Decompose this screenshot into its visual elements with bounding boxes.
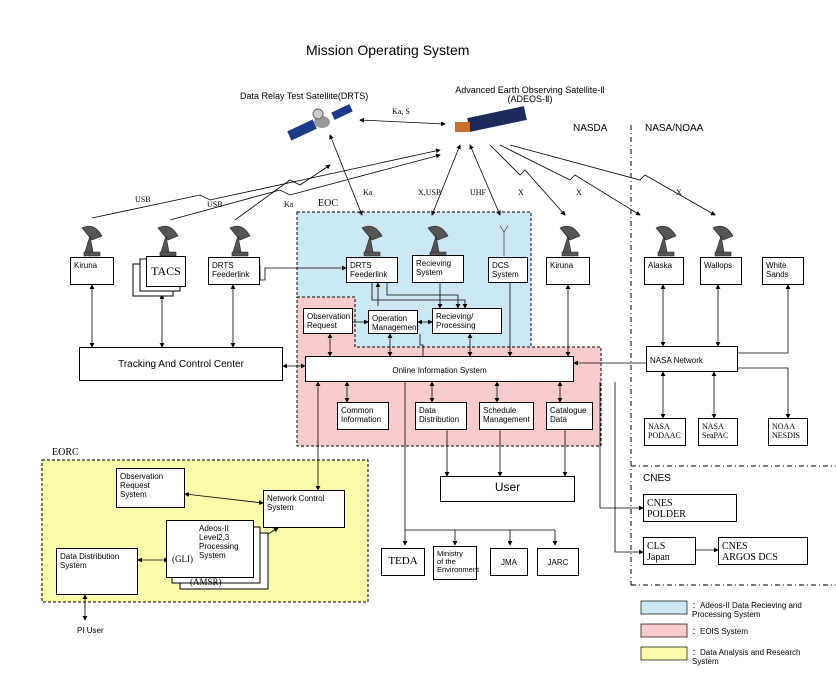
drts-label: Data Relay Test Satellite(DRTS) — [240, 91, 369, 101]
link-x-usb: X,USB — [418, 188, 442, 197]
amsr-label: (AMSR) — [190, 577, 222, 587]
pi-user-label: PI User — [77, 626, 104, 635]
cls-japan-box: CLS Japan — [643, 537, 696, 565]
cnes-argos-dcs-box: CNES ARGOS DCS — [718, 537, 808, 565]
drts-satellite-icon — [287, 104, 353, 141]
legend-label-yellow: ：Data Analysis and Research System — [692, 648, 801, 666]
link-ka-1: Ka — [284, 200, 294, 209]
common-information-box: Common Information — [337, 402, 389, 430]
noaa-nesdis-box: NOAA NESDIS — [768, 418, 808, 446]
nasa-seapac-box: NASA SeaPAC — [698, 418, 738, 446]
link-ka-s: Ka, S — [392, 107, 410, 116]
adeos-satellite-icon — [455, 106, 527, 132]
legend-swatch-blue — [640, 600, 688, 615]
data-distribution-box: Data Distribution — [415, 402, 467, 430]
online-information-system-box: Online Information System — [305, 356, 574, 382]
link-x-2: X — [576, 188, 582, 197]
link-x-1: X — [518, 188, 524, 197]
adeos-label: Advanced Earth Observing Satellite-Ⅱ (AD… — [455, 85, 605, 104]
jarc-box: JARC — [537, 548, 579, 576]
data-distribution-system-box: Data Distribution System — [56, 548, 138, 595]
white-sands-box: White Sands — [762, 257, 804, 285]
eorc-observation-request-box: Observation Request System — [116, 468, 185, 508]
antenna-icons — [81, 225, 734, 257]
catalogue-data-box: Catalogue Data — [546, 402, 593, 430]
teda-box: TEDA — [381, 548, 425, 576]
gli-label: (GLI) — [172, 554, 193, 564]
region-cnes: CNES — [643, 473, 671, 484]
dcs-system-box: DCS System — [488, 257, 528, 283]
region-nasa-noaa: NASA/NOAA — [645, 123, 704, 134]
observation-request-box: Observation Request — [303, 308, 353, 334]
drts-feederlink-eoc-box: DRTS Feederlink — [346, 257, 398, 283]
diagram-title: Mission Operating System — [306, 42, 470, 58]
link-ka-2: Ka — [363, 188, 373, 197]
region-eoc: EOC — [318, 198, 338, 209]
adeos-processing-box: Adeos-II Level2,3 Processing System — [166, 520, 254, 578]
jma-box: JMA — [490, 548, 528, 576]
nasa-podaac-box: NASA PODAAC — [644, 418, 686, 446]
drts-feederlink-left-box: DRTS Feederlink — [208, 257, 260, 285]
legend-label-blue: ：Adeos-II Data Recieving and Processing … — [692, 601, 802, 619]
region-eorc: EORC — [52, 447, 79, 458]
region-nasda: NASDA — [573, 123, 608, 134]
network-control-system-box: Network Control System — [263, 490, 345, 528]
operation-management-box: Operation Management — [368, 310, 419, 334]
legend-swatch-yellow — [640, 646, 688, 661]
legend-label-pink: ：EOIS System — [692, 627, 749, 636]
ministry-environment-box: Ministry of the Environment — [433, 546, 479, 580]
link-usb-1: USB — [135, 195, 151, 204]
link-usb-2: USB — [207, 200, 223, 209]
alaska-box: Alaska — [644, 257, 684, 285]
legend-swatch-pink — [640, 623, 688, 638]
link-uhf: UHF — [470, 188, 487, 197]
recieving-system-box: Recieving System — [412, 255, 464, 283]
tracking-control-center-box: Tracking And Control Center — [79, 347, 283, 381]
wallops-box: Wallops — [700, 257, 742, 285]
schedule-management-box: Schedule Management — [479, 402, 534, 430]
nasa-network-box: NASA Network — [646, 346, 738, 372]
kiruna-right-box: Kiruna — [546, 257, 590, 285]
recieving-processing-box: Recieving/ Processing — [432, 308, 502, 334]
kiruna-left-box: Kiruna — [70, 257, 114, 285]
tacs-box: TACS — [146, 256, 186, 287]
link-x-3: X — [676, 188, 682, 197]
user-box: User — [440, 476, 575, 502]
cnes-polder-box: CNES POLDER — [643, 494, 737, 522]
